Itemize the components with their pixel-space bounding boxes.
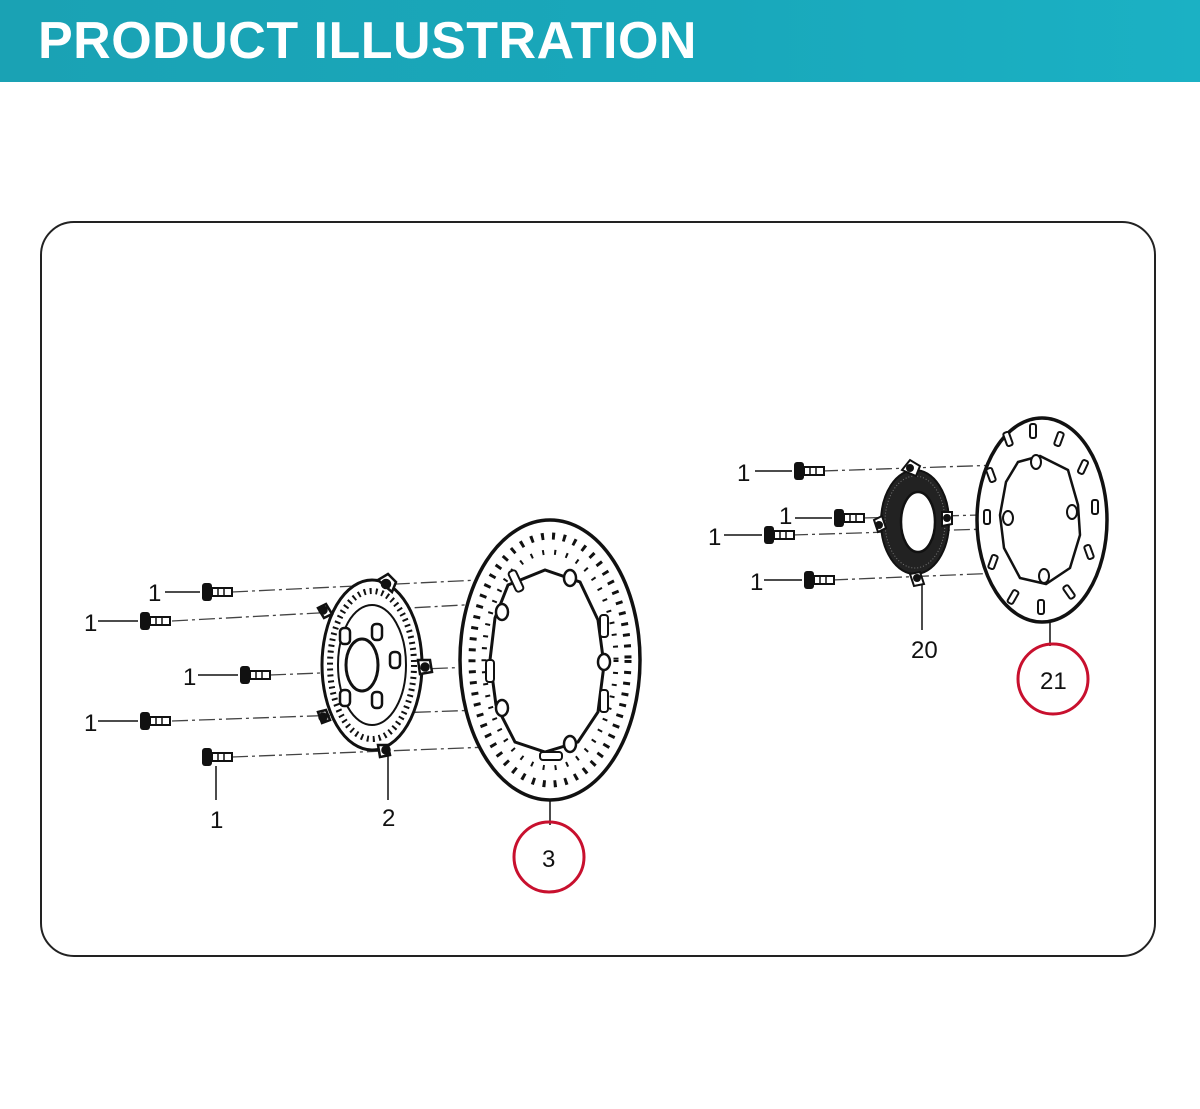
bolt-icon <box>793 461 825 481</box>
hub-carrier-icon <box>316 572 434 759</box>
right-assembly: 1 1 1 1 20 <box>708 416 1109 716</box>
highlight-circle <box>1016 642 1090 716</box>
hub-label: 2 <box>382 805 395 832</box>
hub-label: 20 <box>911 637 938 664</box>
bolt-label: 1 <box>708 524 721 551</box>
brake-disc-icon <box>458 518 642 802</box>
bolt-label: 1 <box>779 503 792 530</box>
bolt-label: 1 <box>183 664 196 691</box>
bolt-label: 1 <box>210 807 223 834</box>
bolt-label: 1 <box>148 580 161 607</box>
bolt-label: 1 <box>750 569 763 596</box>
page-title: PRODUCT ILLUSTRATION <box>38 12 697 70</box>
highlight-circle <box>512 820 586 894</box>
bolt-icon <box>803 570 835 590</box>
bolt-icon <box>139 611 171 631</box>
hub-carrier-icon <box>872 458 953 588</box>
disc-label: 3 <box>542 846 555 873</box>
bolt-label: 1 <box>737 460 750 487</box>
bolt-label: 1 <box>84 610 97 637</box>
bolt-label: 1 <box>84 710 97 737</box>
bolt-icon <box>833 508 865 528</box>
bolt-icon <box>239 665 271 685</box>
left-assembly: 1 1 1 1 1 <box>84 518 642 894</box>
header-bar: PRODUCT ILLUSTRATION <box>0 0 1200 82</box>
disc-label: 21 <box>1040 668 1067 695</box>
bolt-icon <box>201 582 233 602</box>
bolt-icon <box>139 711 171 731</box>
bolt-icon <box>201 747 233 767</box>
brake-disc-icon <box>975 416 1109 624</box>
